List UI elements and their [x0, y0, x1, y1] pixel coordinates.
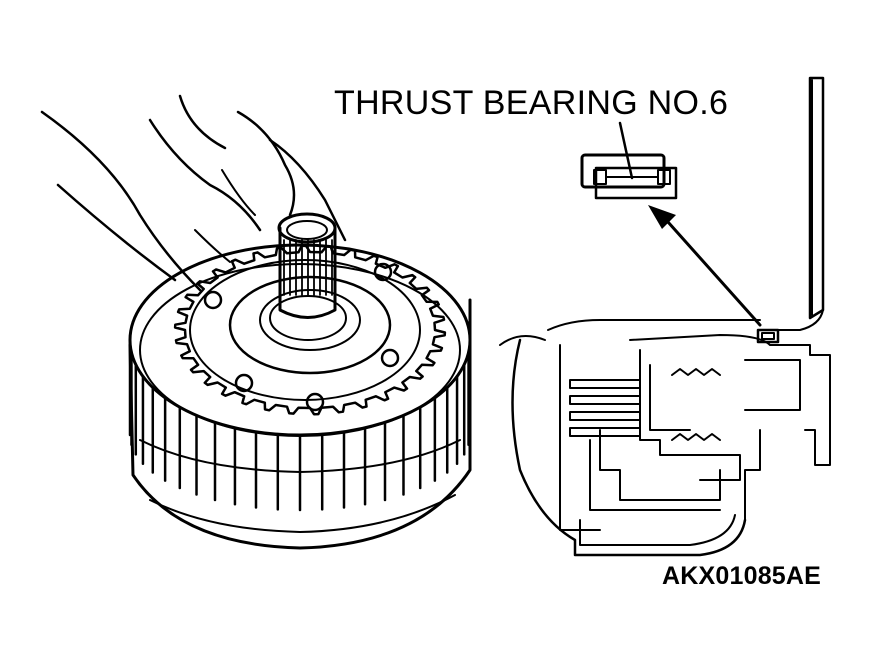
thrust-bearing-label: THRUST BEARING NO.6: [334, 84, 729, 122]
thrust-bearing-icon: [580, 121, 678, 200]
transmission-cross-section-icon: [499, 76, 831, 557]
clutch-drum-assembly-icon: [128, 212, 472, 550]
figure-code-label: AKX01085AE: [662, 562, 822, 590]
pointer-arrow-icon: [648, 205, 762, 327]
hand-icon: [40, 94, 347, 292]
